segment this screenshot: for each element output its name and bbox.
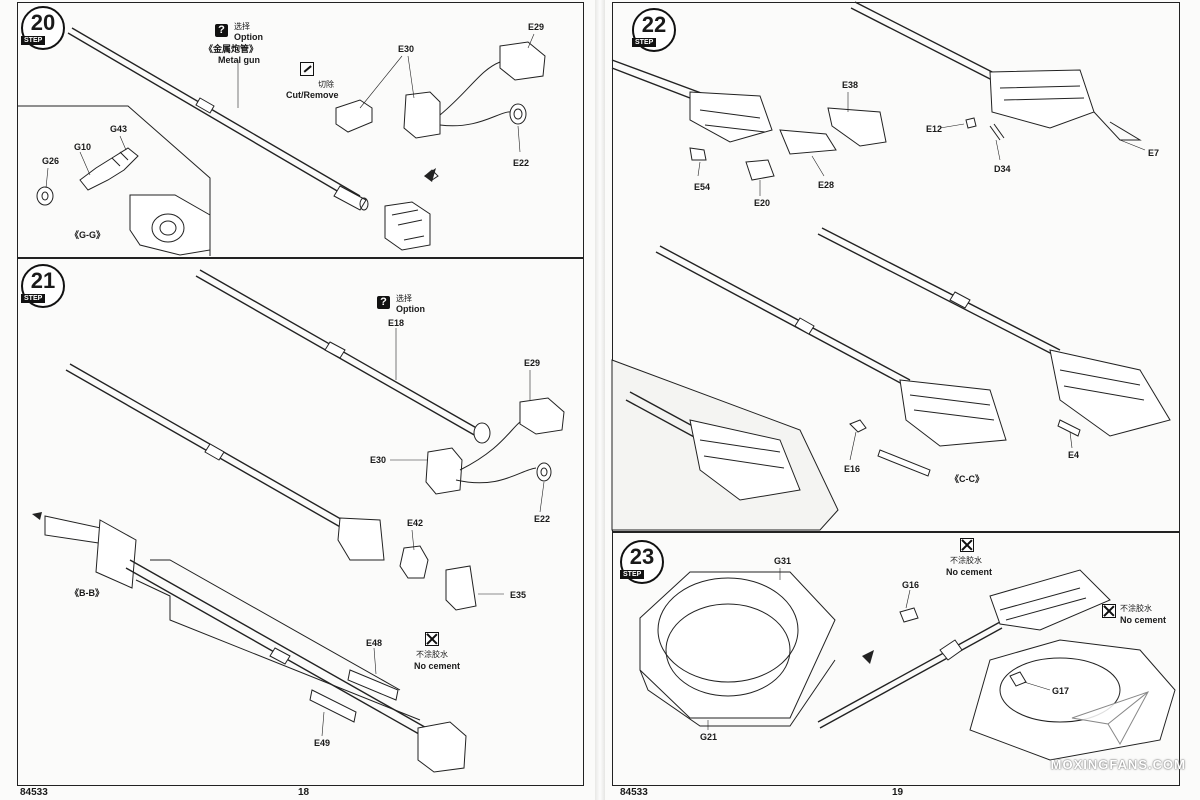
option-label-en: Option	[234, 32, 263, 42]
no-cement-label-en: No cement	[946, 567, 993, 577]
part-label-e28: E28	[818, 180, 835, 190]
part-label-e16: E16	[844, 464, 861, 474]
step-label: STEP	[21, 294, 46, 303]
part-label-e7: E7	[1148, 148, 1160, 158]
catalog-number: 84533	[620, 787, 648, 798]
part-label-d34: D34	[994, 164, 1011, 174]
step-22-frame	[612, 2, 1180, 532]
step-20-frame	[17, 2, 584, 258]
metal-gun-label-cn: 《金属炮管》	[204, 44, 259, 54]
step-23-frame	[612, 532, 1180, 786]
option-question-icon: ?	[215, 24, 228, 37]
part-label-e22: E22	[534, 514, 551, 524]
paper-plane-logo	[1071, 691, 1150, 746]
metal-gun-label-en: Metal gun	[218, 55, 260, 65]
option-label-cn: 选择	[396, 294, 412, 303]
part-label-e22: E22	[513, 158, 530, 168]
cut-label-en: Cut/Remove	[286, 90, 339, 100]
option-label-en: Option	[396, 304, 425, 314]
no-cement-label-cn: 不涂胶水	[416, 650, 448, 659]
no-cement-label-cn: 不涂胶水	[950, 556, 982, 565]
part-label-g16: G16	[902, 580, 920, 590]
cut-remove-icon	[300, 62, 314, 76]
part-label-g43: G43	[110, 124, 128, 134]
page-number: 19	[892, 787, 904, 798]
detail-view-cc: 《C-C》	[950, 474, 984, 484]
watermark-text: MOXINGFANS.COM	[1050, 757, 1186, 772]
part-label-e30: E30	[370, 455, 387, 465]
step-number: 23	[629, 544, 655, 569]
detail-view-gg: 《G-G》	[70, 230, 105, 240]
no-cement-icon	[960, 538, 974, 552]
step-number: 21	[30, 268, 56, 293]
no-cement-icon	[425, 632, 439, 646]
part-label-e42: E42	[407, 518, 424, 528]
step-20-badge: 20 STEP	[21, 6, 65, 50]
part-label-e18: E18	[388, 318, 405, 328]
no-cement-label-en: No cement	[414, 661, 461, 671]
detail-view-bb: 《B-B》	[70, 588, 104, 598]
step-label: STEP	[620, 570, 645, 579]
page-number: 18	[298, 787, 310, 798]
cut-label-cn: 切除	[318, 80, 334, 89]
book-spine-gutter	[595, 0, 605, 800]
part-label-e35: E35	[510, 590, 527, 600]
part-label-e49: E49	[314, 738, 331, 748]
step-label: STEP	[632, 38, 657, 47]
part-label-e20: E20	[754, 198, 771, 208]
step-23-badge: 23 STEP	[620, 540, 664, 584]
step-number: 22	[641, 12, 667, 37]
catalog-number: 84533	[20, 787, 48, 798]
part-label-e4: E4	[1068, 450, 1080, 460]
part-label-e12: E12	[926, 124, 943, 134]
no-cement-icon	[1102, 604, 1116, 618]
option-question-icon: ?	[377, 296, 390, 309]
part-label-e54: E54	[694, 182, 711, 192]
part-label-g26: G26	[42, 156, 60, 166]
step-21-frame	[17, 258, 584, 786]
option-label-cn: 选择	[234, 22, 250, 31]
part-label-g17: G17	[1052, 686, 1070, 696]
no-cement-label-cn: 不涂胶水	[1120, 604, 1152, 613]
part-label-e30: E30	[398, 44, 415, 54]
part-label-g10: G10	[74, 142, 92, 152]
part-label-e29: E29	[528, 22, 545, 32]
part-label-e38: E38	[842, 80, 859, 90]
part-label-e48: E48	[366, 638, 383, 648]
step-22-badge: 22 STEP	[632, 8, 676, 52]
step-number: 20	[30, 10, 56, 35]
part-label-g31: G31	[774, 556, 792, 566]
step-label: STEP	[21, 36, 46, 45]
part-label-g21: G21	[700, 732, 718, 742]
part-label-e29: E29	[524, 358, 541, 368]
no-cement-label-en: No cement	[1120, 615, 1167, 625]
step-21-badge: 21 STEP	[21, 264, 65, 308]
